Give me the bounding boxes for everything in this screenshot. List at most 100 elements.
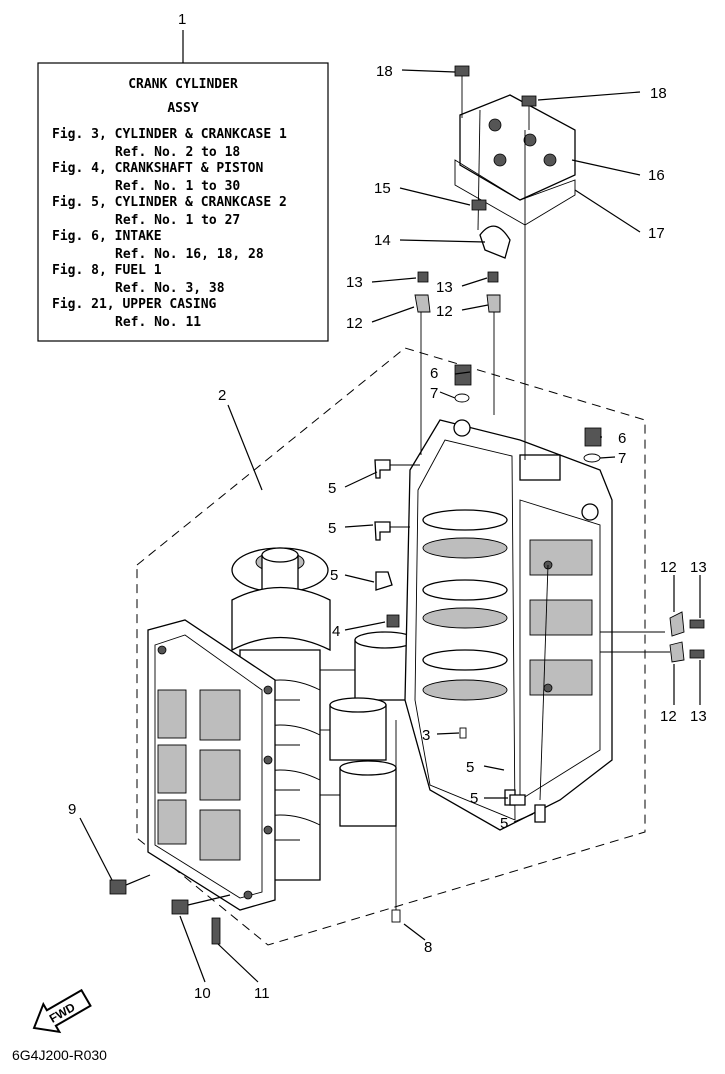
callout-12: 12 <box>660 559 677 576</box>
callout-12: 12 <box>346 315 363 332</box>
reference-line: Ref. No. 11 <box>115 315 201 330</box>
cylinder-stud <box>543 683 553 693</box>
crankcase-window-2 <box>157 744 187 794</box>
cylinder-port-2 <box>529 599 593 636</box>
fitting-5 <box>534 804 546 823</box>
reference-title-line1: CRANK CYLINDER <box>128 77 238 92</box>
callout-5: 5 <box>328 520 336 537</box>
fitting-5 <box>509 794 526 806</box>
assembly-dashed-outline <box>136 347 646 946</box>
callout-12: 12 <box>436 303 453 320</box>
callout-leaders <box>79 69 701 983</box>
clip-12 <box>486 294 501 313</box>
reference-line: Ref. No. 2 to 18 <box>115 145 240 160</box>
reference-line: Ref. No. 1 to 30 <box>115 179 240 194</box>
fasteners <box>109 65 705 945</box>
clip-12 <box>669 641 685 663</box>
crankcase-bolt-hole <box>263 755 273 765</box>
callout-17: 17 <box>648 225 665 242</box>
screw-13 <box>689 649 705 659</box>
callout-9: 9 <box>68 801 76 818</box>
bolt-9-shank <box>125 874 151 886</box>
callout-6: 6 <box>430 365 438 382</box>
callout-5: 5 <box>330 567 338 584</box>
reference-line: Fig. 21, UPPER CASING <box>52 297 217 312</box>
plug-6 <box>454 364 472 386</box>
leader-2 <box>227 404 263 491</box>
bolt-9-head <box>109 879 127 895</box>
cover-bolt-hole <box>523 133 537 147</box>
clip-12 <box>669 611 685 637</box>
bolt-18-head <box>454 65 470 77</box>
callout-5: 5 <box>470 790 478 807</box>
crankcase-half <box>147 619 276 911</box>
callout-3: 3 <box>422 727 430 744</box>
crankcase-bearing-2 <box>199 749 241 801</box>
crankcase-bolt-hole <box>263 825 273 835</box>
screw-13 <box>689 619 705 629</box>
reference-line: Fig. 8, FUEL 1 <box>52 263 162 278</box>
callout-4: 4 <box>332 623 340 640</box>
crankcase-bolt-hole <box>263 685 273 695</box>
reference-line: Ref. No. 16, 18, 28 <box>115 247 264 262</box>
assembly-outline: 2 <box>136 347 646 946</box>
crank-nose-top <box>261 547 299 563</box>
callout-12: 12 <box>660 708 677 725</box>
crankshaft-piston-assembly <box>231 547 416 881</box>
bore-1-liner <box>422 537 508 559</box>
cylinder-top-pad <box>519 454 561 481</box>
callout-5: 5 <box>328 480 336 497</box>
bolt-15-head <box>471 199 487 211</box>
reference-line: Fig. 4, CRANKSHAFT & PISTON <box>52 161 263 176</box>
reference-line: Ref. No. 3, 38 <box>115 281 225 296</box>
callout-16: 16 <box>648 167 665 184</box>
bore-1 <box>422 509 508 531</box>
cover-assembly <box>454 94 576 460</box>
reference-box: 1 CRANK CYLINDER ASSY Fig. 3, CYLINDER &… <box>37 11 329 342</box>
fitting-5 <box>375 571 393 591</box>
callout-13: 13 <box>690 559 707 576</box>
crankcase-window-3 <box>157 799 187 845</box>
cylinder-block-front-face <box>414 439 516 821</box>
cover-bolt-hole <box>543 153 557 167</box>
fitting-5 <box>374 521 391 541</box>
callout-6: 6 <box>618 430 626 447</box>
cylinder-port-1 <box>529 539 593 576</box>
bore-2-liner <box>422 607 508 629</box>
cover-plate <box>459 94 576 201</box>
clamp-14 <box>479 225 511 259</box>
cylinder-boss <box>453 419 471 437</box>
bore-3-liner <box>422 679 508 701</box>
crankcase-flange <box>154 634 263 899</box>
callout-13: 13 <box>436 279 453 296</box>
cover-bolt-hole <box>493 153 507 167</box>
callout-8: 8 <box>424 939 432 956</box>
washer-7 <box>454 393 470 403</box>
callout-15: 15 <box>374 180 391 197</box>
callout-13: 13 <box>346 274 363 291</box>
piston-3-crown <box>339 760 397 776</box>
callout-11: 11 <box>254 985 270 1002</box>
callout-1: 1 <box>178 11 186 28</box>
callout-10: 10 <box>194 985 211 1002</box>
bore-2 <box>422 579 508 601</box>
callout-2: 2 <box>218 387 226 404</box>
stud-11 <box>211 917 221 945</box>
screw-13 <box>417 271 429 283</box>
crank-journals <box>258 699 300 841</box>
piston-2-crown <box>329 697 387 713</box>
diagram-code: 6G4J200-R030 <box>12 1047 107 1063</box>
plug-4 <box>386 614 400 628</box>
cylinder-block <box>404 419 613 831</box>
piston-2 <box>329 704 387 761</box>
cover-gasket <box>454 159 576 226</box>
plug-6 <box>584 427 602 447</box>
fwd-arrow: FWD <box>32 988 92 1034</box>
upper-web <box>231 586 331 652</box>
callout-5: 5 <box>500 815 508 832</box>
reference-line: Fig. 3, CYLINDER & CRANKCASE 1 <box>52 127 287 142</box>
cylinder-side-face <box>519 499 601 801</box>
bolt-10-head <box>171 899 189 915</box>
